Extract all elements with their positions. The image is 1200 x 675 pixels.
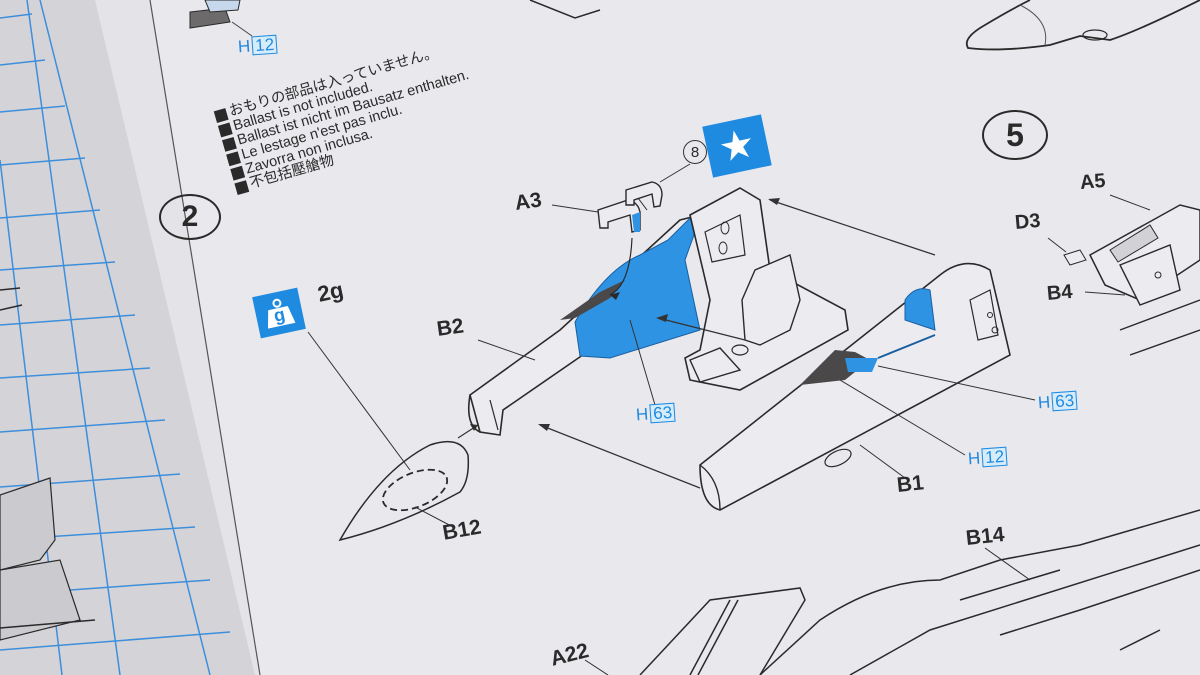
paint-code: 12	[981, 446, 1008, 468]
paint-prefix: H	[237, 36, 251, 57]
ballast-amount: 2g	[315, 276, 346, 307]
pilot-boot-drawing	[189, 0, 253, 37]
paint-code: 12	[251, 34, 278, 56]
sub-step-text: 8	[690, 143, 700, 161]
paint-prefix: H	[635, 404, 649, 425]
paint-prefix: H	[1037, 392, 1051, 413]
step5-drawing	[1047, 194, 1200, 356]
part-label-b1: B1	[895, 471, 925, 497]
paint-prefix: H	[967, 448, 981, 469]
paint-code: 63	[649, 402, 676, 424]
step-number-text: 2	[181, 200, 199, 233]
sub-step-marker: 8	[683, 140, 707, 164]
step-number-2: 2	[159, 194, 221, 240]
weight-icon: g	[252, 287, 306, 339]
part-label-b14: B14	[964, 523, 1006, 550]
paint-code: 63	[1051, 390, 1078, 412]
weight-glyph	[268, 298, 296, 329]
bottom-drawing	[584, 509, 1200, 675]
step2-drawing	[307, 163, 1036, 542]
grid-page	[0, 0, 255, 675]
bullet-icon	[234, 179, 250, 195]
part-label-a5: A5	[1078, 169, 1107, 194]
part-label-a3: A3	[513, 188, 544, 215]
step-number-text: 5	[1006, 116, 1024, 153]
part-label-b2: B2	[435, 314, 466, 341]
step-number-5: 5	[982, 110, 1048, 160]
part-label-b4: B4	[1045, 280, 1074, 305]
star-glyph: ★	[714, 119, 760, 173]
part-label-d3: D3	[1013, 209, 1042, 234]
